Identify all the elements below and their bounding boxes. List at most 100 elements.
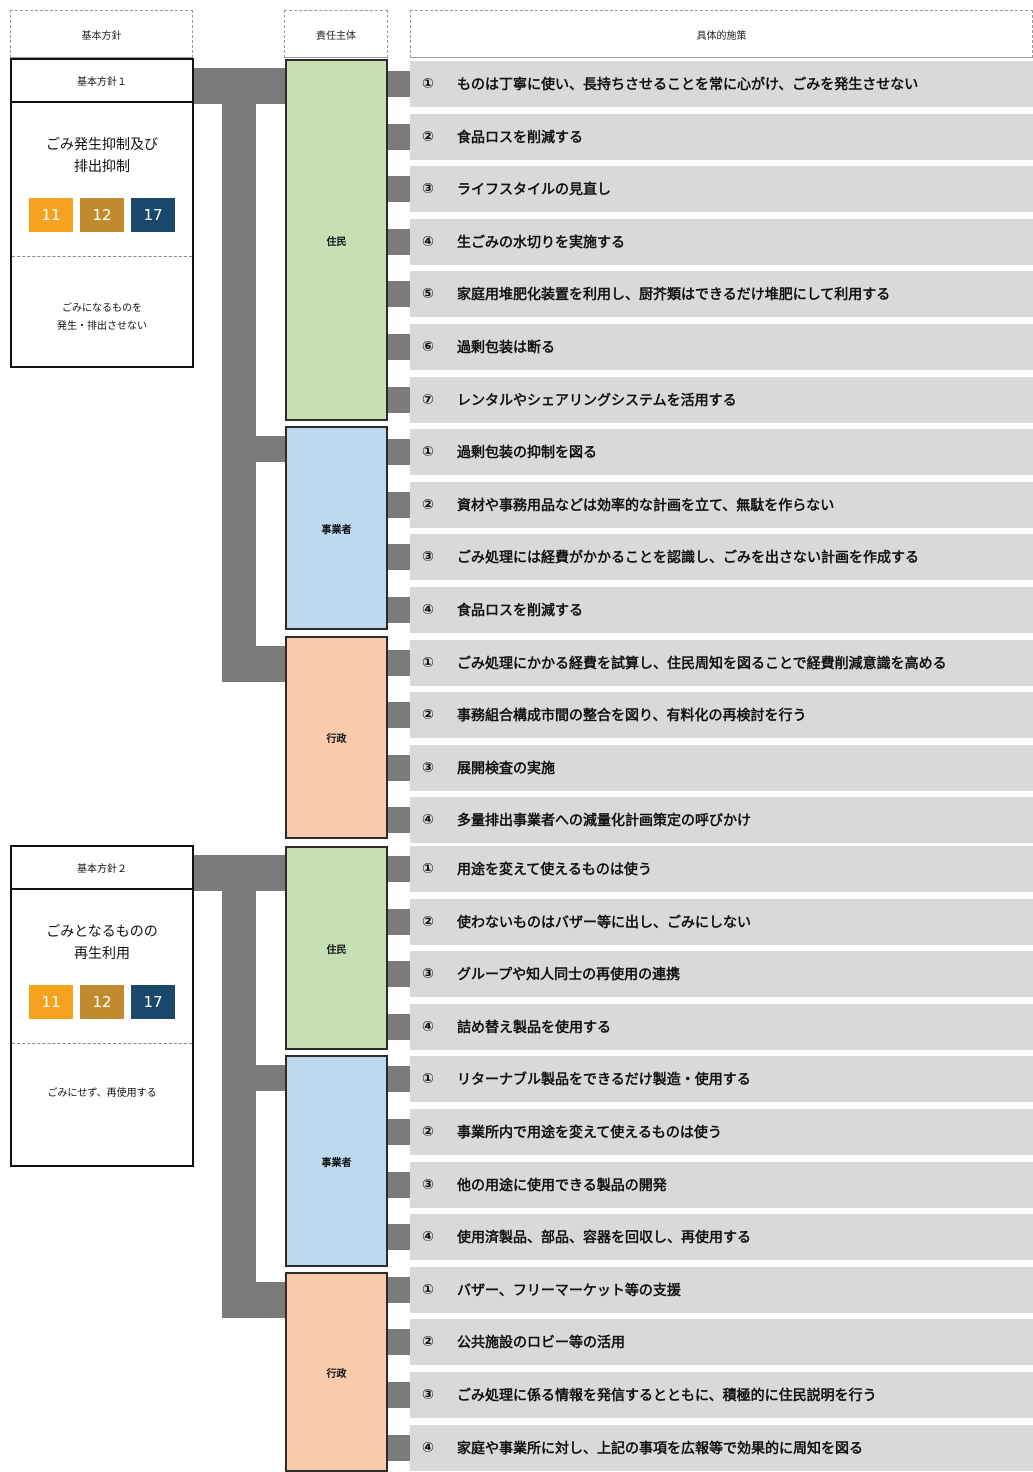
actor-government: 行政: [285, 636, 388, 839]
measure-text: 家庭用堆肥化装置を利用し、厨芥類はできるだけ堆肥にして利用する: [457, 287, 891, 304]
measure-item: ② 使わないものはバザー等に出し、ごみにしない: [410, 898, 1033, 945]
measure-number: ②: [422, 707, 434, 724]
measure-text: 食品ロスを削減する: [457, 129, 583, 146]
policy-description: ごみになるものを 発生・排出させない: [57, 303, 147, 332]
connector-item: [388, 908, 410, 935]
sdg-12-badge: 12: [80, 198, 124, 232]
measure-number: ④: [422, 233, 434, 250]
measure-number: ②: [422, 128, 434, 145]
measure-number: ⑦: [422, 391, 434, 408]
connector-item: [388, 1276, 410, 1303]
connector-item: [388, 281, 410, 308]
connector-item: [388, 544, 410, 571]
connector-item: [388, 1119, 410, 1145]
measure-text: 展開検査の実施: [457, 760, 555, 777]
connector-item: [388, 1434, 410, 1461]
policy-title: 基本方針１: [12, 60, 192, 103]
sdg-12-badge: 12: [80, 985, 124, 1019]
measure-text: 使用済製品、部品、容器を回収し、再使用する: [457, 1230, 751, 1247]
actor-business: 事業者: [285, 426, 388, 630]
connector-item: [388, 439, 410, 466]
connector-item: [388, 71, 410, 97]
measure-number: ④: [422, 1229, 434, 1246]
measure-text: 過剰包装の抑制を図る: [457, 445, 597, 462]
measure-text: グループや知人同士の再使用の連携: [457, 967, 681, 984]
connector-item: [388, 597, 410, 623]
connector-branch: [222, 1282, 286, 1318]
policy-divider: [12, 1043, 192, 1044]
measure-number: ③: [422, 549, 434, 566]
connector-trunk: [222, 68, 256, 678]
measure-text: 事務組合構成市間の整合を図り、有料化の再検討を行う: [457, 708, 807, 725]
connector-item: [388, 1329, 410, 1356]
header-actor: 責任主体: [284, 10, 388, 58]
measure-item: ① 用途を変えて使えるものは使う: [410, 846, 1033, 892]
measure-number: ①: [422, 861, 434, 877]
measure-item: ⑥ 過剰包装は断る: [410, 324, 1033, 370]
connector-item: [388, 702, 410, 729]
actor-resident: 住民: [285, 846, 388, 1050]
measure-text: 用途を変えて使えるものは使う: [457, 862, 652, 878]
connector-item: [388, 807, 410, 834]
measure-text: 多量排出事業者への減量化計画策定の呼びかけ: [457, 813, 751, 830]
measure-number: ②: [422, 913, 434, 930]
measure-number: ②: [422, 1124, 434, 1140]
measure-number: ③: [422, 181, 434, 198]
connector-item: [388, 123, 410, 150]
connector-item: [388, 961, 410, 988]
connector-item: [388, 228, 410, 255]
measure-item: ③ ライフスタイルの見直し: [410, 166, 1033, 213]
measure-text: 他の用途に使用できる製品の開発: [457, 1177, 667, 1194]
connector-branch: [222, 436, 286, 462]
connector-item: [388, 334, 410, 360]
policy-title: 基本方針２: [12, 847, 192, 890]
connector-item: [388, 386, 410, 413]
connector-item: [388, 856, 410, 882]
measure-text: 食品ロスを削減する: [457, 603, 583, 619]
measure-number: ①: [422, 444, 434, 461]
measure-number: ②: [422, 496, 434, 513]
measure-number: ⑥: [422, 339, 434, 355]
measure-item: ③ グループや知人同士の再使用の連携: [410, 951, 1033, 998]
measure-text: レンタルやシェアリングシステムを活用する: [457, 392, 737, 409]
measure-item: ④ 家庭や事業所に対し、上記の事項を広報等で効果的に周知を図る: [410, 1424, 1033, 1471]
measure-text: ライフスタイルの見直し: [457, 182, 611, 199]
measure-text: 使わないものはバザー等に出し、ごみにしない: [457, 914, 751, 931]
measure-number: ①: [422, 1281, 434, 1298]
measure-text: 家庭や事業所に対し、上記の事項を広報等で効果的に周知を図る: [457, 1440, 863, 1457]
policy-name: ごみとなるものの 再生利用: [46, 924, 158, 962]
measure-number: ③: [422, 966, 434, 983]
measure-item: ② 事務組合構成市間の整合を図り、有料化の再検討を行う: [410, 692, 1033, 739]
connector-item: [388, 649, 410, 676]
connector-item: [388, 1224, 410, 1251]
sdg-11-badge: 11: [29, 198, 73, 232]
measure-text: 過剰包装は断る: [457, 340, 555, 356]
measure-text: ごみ処理にかかる経費を試算し、住民周知を図ることで経費削減意識を高める: [457, 655, 947, 672]
policy-divider: [12, 256, 192, 257]
measure-text: 公共施設のロビー等の活用: [457, 1335, 625, 1352]
actor-business: 事業者: [285, 1055, 388, 1267]
measure-text: ごみ処理に係る情報を発信するとともに、積極的に住民説明を行う: [457, 1388, 877, 1404]
connector-item: [388, 1171, 410, 1198]
measure-number: ④: [422, 1439, 434, 1456]
header-policy: 基本方針: [10, 10, 193, 58]
measure-number: ①: [422, 1071, 434, 1088]
